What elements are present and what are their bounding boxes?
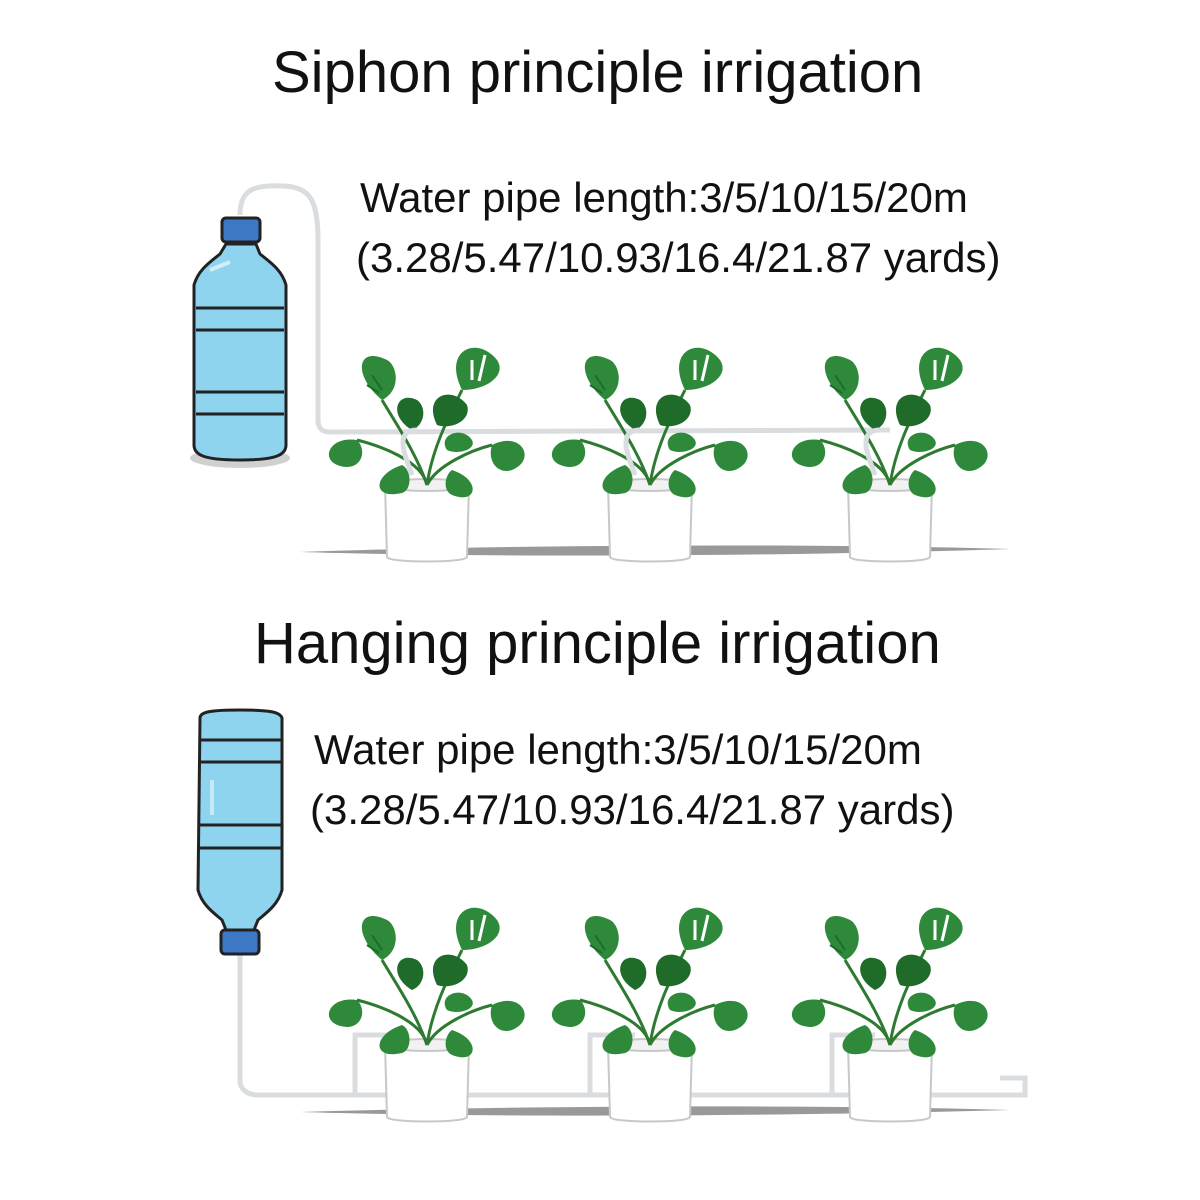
siphon-illustration: [190, 183, 1010, 563]
plant-pot-1: [327, 346, 527, 563]
water-bottle-upright: [190, 216, 290, 468]
plant-pot-3: [790, 346, 990, 563]
water-bottle-inverted: [196, 708, 284, 956]
plant-pot-2: [550, 906, 750, 1123]
hanging-pipe-length: Water pipe length:3/5/10/15/20m (3.28/5.…: [310, 720, 954, 840]
siphon-section: Siphon principle irrigation Water pipe l…: [190, 40, 1010, 563]
plant-pot-1: [327, 906, 527, 1123]
plant-pot-2: [550, 346, 750, 563]
siphon-pipe-length: Water pipe length:3/5/10/15/20m (3.28/5.…: [356, 168, 1000, 288]
hanging-pipe-length-meters: Water pipe length:3/5/10/15/20m: [314, 726, 922, 773]
hanging-pipe-length-yards: (3.28/5.47/10.93/16.4/21.87 yards): [310, 786, 955, 833]
hanging-illustration: [196, 708, 1028, 1123]
siphon-pipe-length-meters: Water pipe length:3/5/10/15/20m: [360, 174, 968, 221]
water-tube: [237, 955, 1028, 1098]
hanging-section: Hanging principle irrigation Water pipe …: [0, 600, 1200, 1200]
plant-pot-3: [790, 906, 990, 1123]
siphon-pipe-length-yards: (3.28/5.47/10.93/16.4/21.87 yards): [356, 234, 1001, 281]
hanging-title: Hanging principle irrigation: [254, 611, 941, 676]
water-tube: [237, 183, 891, 435]
siphon-title: Siphon principle irrigation: [272, 40, 924, 105]
